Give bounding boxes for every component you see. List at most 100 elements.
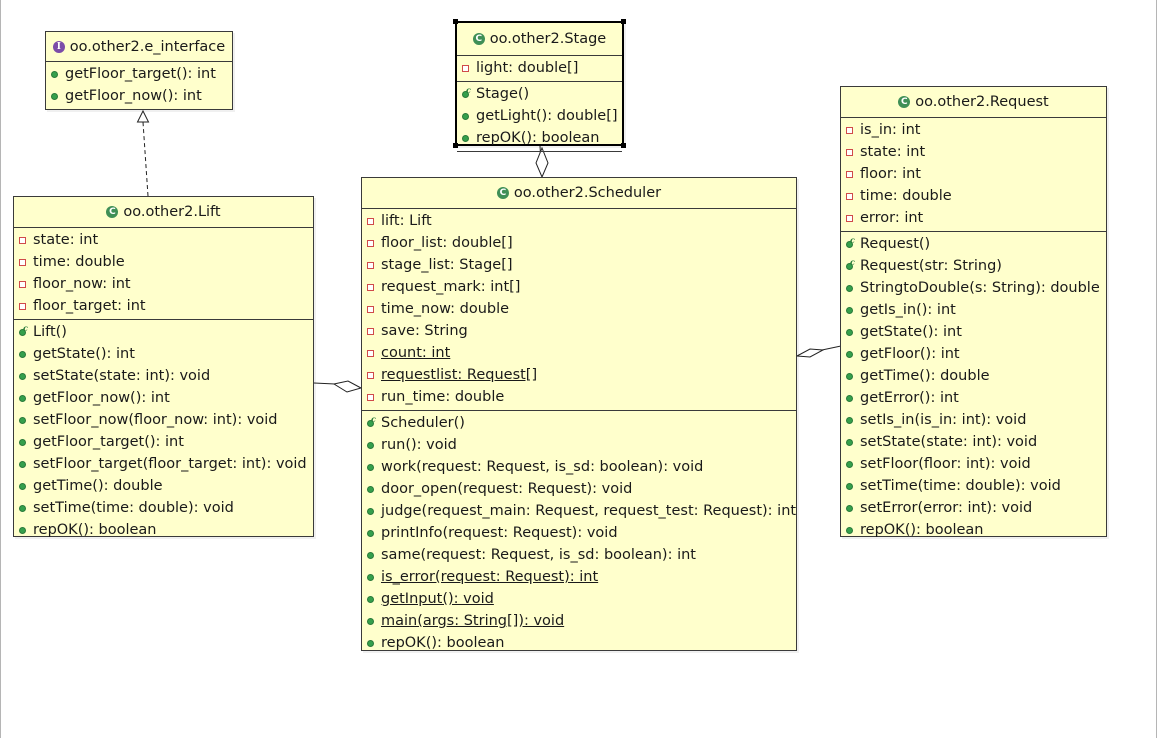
method-signature: Request(str: String) (860, 258, 1002, 274)
method-row[interactable]: getFloor(): int (841, 343, 1106, 365)
method-signature: work(request: Request, is_sd: boolean): … (381, 459, 704, 475)
public-method-icon (846, 416, 853, 424)
public-method-icon (19, 460, 26, 468)
class-box-lift[interactable]: C oo.other2.Lift state: int time: double… (13, 196, 314, 538)
public-method-icon (462, 134, 469, 142)
method-row[interactable]: repOK(): boolean (362, 632, 796, 654)
field-row[interactable]: state: int (841, 141, 1106, 163)
aggregation-line-request[interactable] (821, 345, 842, 351)
selection-handle[interactable] (453, 143, 458, 148)
realization-line[interactable] (142, 121, 149, 197)
method-row[interactable]: getTime(): double (14, 475, 313, 497)
field-row[interactable]: time_now: double (362, 298, 796, 320)
method-signature: repOK(): boolean (381, 635, 505, 651)
method-row[interactable]: setFloor(floor: int): void (841, 453, 1106, 475)
method-row[interactable]: same(request: Request, is_sd: boolean): … (362, 544, 796, 566)
private-field-icon (846, 126, 853, 134)
canvas-left-border (0, 0, 1, 738)
field-row[interactable]: error: int (841, 207, 1106, 229)
field-row[interactable]: floor_list: double[] (362, 232, 796, 254)
field-row[interactable]: floor_now: int (14, 273, 313, 295)
field-row[interactable]: light: double[] (457, 57, 622, 79)
method-signature: repOK(): boolean (476, 130, 600, 146)
field-row[interactable]: is_in: int (841, 119, 1106, 141)
field-signature: floor_target: int (33, 298, 146, 314)
method-row[interactable]: getLight(): double[] (457, 105, 622, 127)
field-row[interactable]: save: String (362, 320, 796, 342)
field-row[interactable]: stage_list: Stage[] (362, 254, 796, 276)
method-row[interactable]: setFloor_target(floor_target: int): void (14, 453, 313, 475)
field-row[interactable]: request_mark: int[] (362, 276, 796, 298)
selection-handle[interactable] (621, 19, 626, 24)
field-row[interactable]: lift: Lift (362, 210, 796, 232)
method-row[interactable]: getState(): int (841, 321, 1106, 343)
constructor-icon: c (367, 415, 376, 427)
public-method-icon (19, 438, 26, 446)
method-row[interactable]: setTime(time: double): void (841, 475, 1106, 497)
field-row[interactable]: run_time: double (362, 386, 796, 408)
method-row[interactable]: getState(): int (14, 343, 313, 365)
method-row[interactable]: repOK(): boolean (841, 519, 1106, 541)
class-box-scheduler[interactable]: C oo.other2.Scheduler lift: Lift floor_l… (361, 177, 797, 651)
method-row[interactable]: work(request: Request, is_sd: boolean): … (362, 456, 796, 478)
method-row[interactable]: run(): void (362, 434, 796, 456)
field-row[interactable]: state: int (14, 229, 313, 251)
public-static-method-icon (367, 573, 374, 581)
private-field-icon (19, 302, 26, 310)
static-method-row[interactable]: getInput(): void (362, 588, 796, 610)
class-header: I oo.other2.e_interface (46, 32, 232, 62)
method-signature: repOK(): boolean (33, 522, 157, 538)
class-name: oo.other2.Scheduler (513, 185, 662, 201)
method-row[interactable]: repOK(): boolean (457, 127, 622, 149)
field-row[interactable]: floor_target: int (14, 295, 313, 317)
method-row[interactable]: door_open(request: Request): void (362, 478, 796, 500)
static-field-row[interactable]: count: int (362, 342, 796, 364)
method-row[interactable]: getError(): int (841, 387, 1106, 409)
method-signature: getFloor(): int (860, 346, 960, 362)
method-signature: setFloor(floor: int): void (860, 456, 1031, 472)
method-row[interactable]: getFloor_now(): int (14, 387, 313, 409)
static-method-row[interactable]: main(args: String[]): void (362, 610, 796, 632)
field-row[interactable]: time: double (14, 251, 313, 273)
aggregation-line-lift[interactable] (313, 382, 336, 385)
field-row[interactable]: time: double (841, 185, 1106, 207)
field-row[interactable]: floor: int (841, 163, 1106, 185)
class-box-request[interactable]: C oo.other2.Request is_in: int state: in… (840, 86, 1107, 538)
method-row[interactable]: getIs_in(): int (841, 299, 1106, 321)
static-method-row[interactable]: is_error(request: Request): int (362, 566, 796, 588)
method-row[interactable]: setIs_in(is_in: int): void (841, 409, 1106, 431)
interface-box-e-interface[interactable]: I oo.other2.e_interface getFloor_target(… (45, 31, 233, 110)
method-signature: getLight(): double[] (476, 108, 618, 124)
method-row[interactable]: setFloor_now(floor_now: int): void (14, 409, 313, 431)
method-row[interactable]: repOK(): boolean (14, 519, 313, 541)
method-row[interactable]: setTime(time: double): void (14, 497, 313, 519)
static-field-row[interactable]: requestlist: Request[] (362, 364, 796, 386)
method-row[interactable]: getTime(): double (841, 365, 1106, 387)
method-row[interactable]: judge(request_main: Request, request_tes… (362, 500, 796, 522)
method-row[interactable]: StringtoDouble(s: String): double (841, 277, 1106, 299)
method-row[interactable]: setState(state: int): void (841, 431, 1106, 453)
method-row[interactable]: printInfo(request: Request): void (362, 522, 796, 544)
method-row[interactable]: getFloor_target(): int (14, 431, 313, 453)
selection-handle[interactable] (621, 143, 626, 148)
method-row[interactable]: setError(error: int): void (841, 497, 1106, 519)
public-method-icon (846, 394, 853, 402)
private-field-icon (846, 170, 853, 178)
method-row[interactable]: setState(state: int): void (14, 365, 313, 387)
private-field-icon (367, 217, 374, 225)
selection-handle[interactable] (453, 19, 458, 24)
method-row[interactable]: getFloor_now(): int (46, 85, 232, 107)
field-signature: is_in: int (860, 122, 921, 138)
method-row[interactable]: getFloor_target(): int (46, 63, 232, 85)
method-signature: setState(state: int): void (33, 368, 211, 384)
